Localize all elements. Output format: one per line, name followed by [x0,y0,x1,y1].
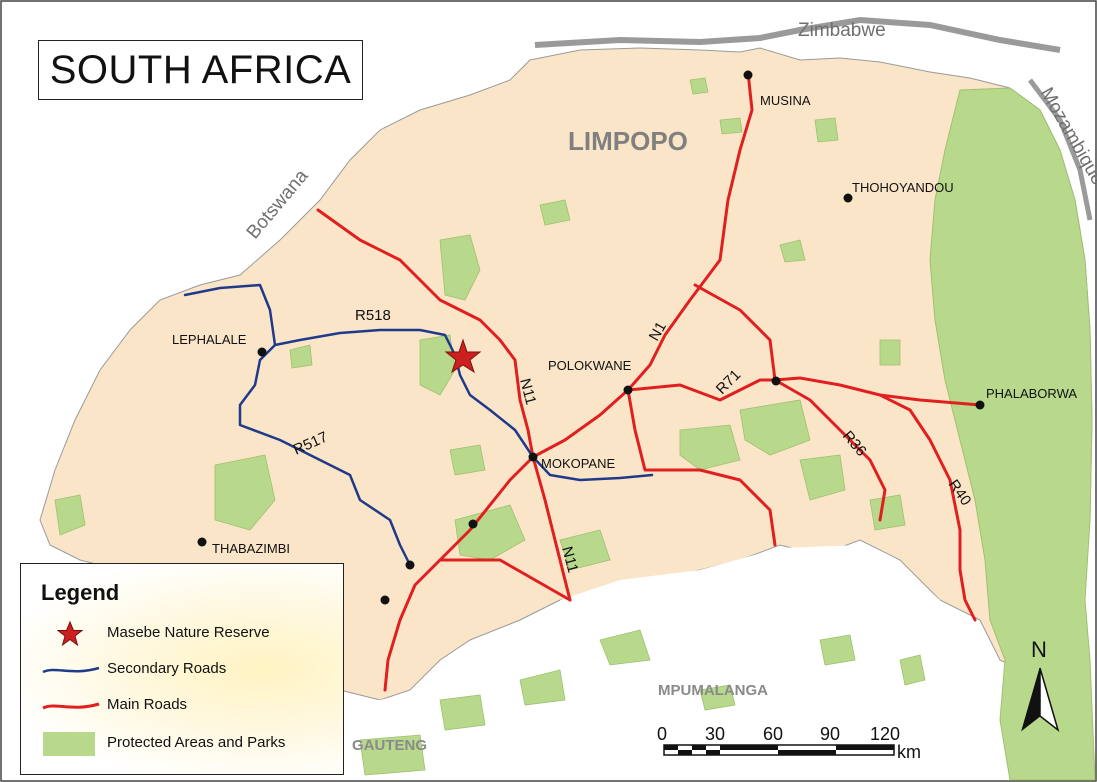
legend-label-main-roads: Main Roads [107,696,188,713]
map-title: SOUTH AFRICA [38,40,363,100]
label-gauteng: GAUTENG [352,737,427,754]
scale-tick-60: 60 [763,724,783,744]
legend: Legend Masebe Nature Reserve Secondary R… [20,563,344,775]
scale-bar: 0 30 60 90 120 km [657,724,921,762]
label-road-n11-south: N11 [558,545,581,575]
legend-title: Legend [41,580,120,605]
label-limpopo: LIMPOPO [568,126,688,156]
north-arrow: N [1021,637,1060,733]
eastern-park [929,87,1096,781]
border-mozambique [1028,78,1093,221]
legend-label-reserve: Masebe Nature Reserve [107,624,270,641]
label-road-n11-north: N11 [516,377,539,407]
town-markers [197,70,985,605]
legend-item-reserve: Masebe Nature Reserve [21,620,341,650]
north-arrow-letter: N [1031,637,1047,662]
blue-line-icon [42,666,100,674]
label-thohoyandou: THOHOYANDOU [852,180,954,195]
red-line-icon [42,702,100,710]
legend-item-protected-areas: Protected Areas and Parks [21,730,341,760]
label-zimbabwe: Zimbabwe [798,20,886,41]
masebe-reserve-marker [444,338,482,374]
green-patch-icon [43,732,95,756]
legend-item-main-roads: Main Roads [21,692,341,722]
label-phalaborwa: PHALABORWA [986,386,1077,401]
mpumalanga-area [560,545,1010,780]
label-thabazimbi: THABAZIMBI [212,541,290,556]
label-mpumalanga: MPUMALANGA [658,682,768,699]
legend-label-protected-areas: Protected Areas and Parks [107,734,286,751]
scale-tick-120: 120 [870,724,900,744]
label-road-r518: R518 [355,307,391,324]
label-musina: MUSINA [760,93,811,108]
legend-label-secondary-roads: Secondary Roads [107,660,227,677]
label-polokwane: POLOKWANE [548,358,632,373]
label-lephalale: LEPHALALE [172,332,247,347]
border-zimbabwe [534,16,1061,53]
secondary-roads [183,283,654,567]
scale-tick-30: 30 [705,724,725,744]
scale-tick-90: 90 [820,724,840,744]
legend-item-secondary-roads: Secondary Roads [21,656,341,686]
star-icon [57,621,83,647]
scale-tick-0: 0 [657,724,667,744]
label-mokopane: MOKOPANE [541,456,615,471]
scale-unit: km [897,742,921,762]
